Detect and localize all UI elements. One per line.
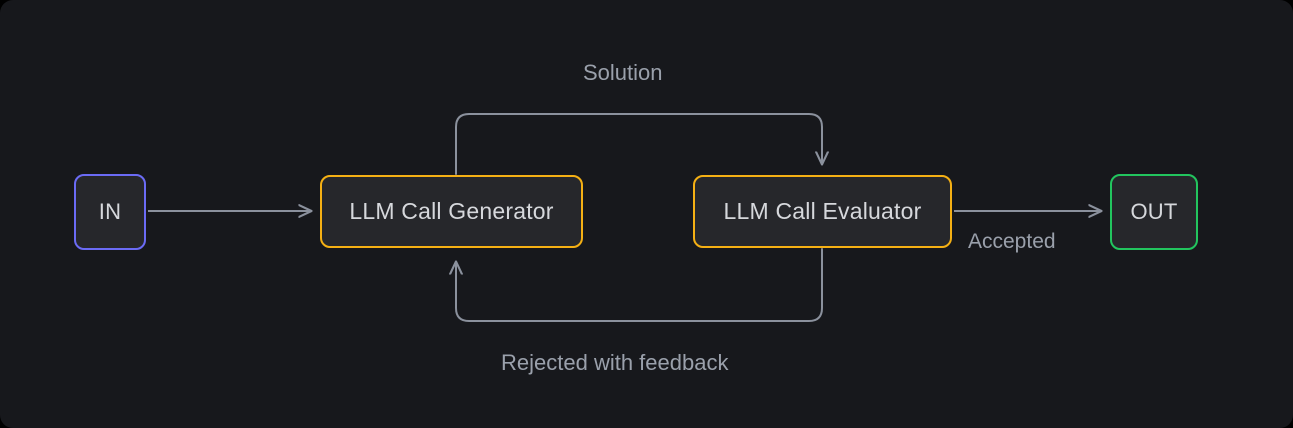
- node-llm-call-generator[interactable]: LLM Call Generator: [320, 175, 583, 248]
- node-in-label: IN: [98, 199, 122, 224]
- node-llm-call-evaluator[interactable]: LLM Call Evaluator: [693, 175, 952, 248]
- node-llm-call-generator-label: LLM Call Generator: [349, 198, 554, 224]
- edge-generator-to-evaluator: [455, 113, 822, 175]
- node-llm-call-evaluator-label: LLM Call Evaluator: [723, 198, 922, 224]
- edge-label-accepted: Accepted: [968, 230, 1056, 253]
- edge-evaluator-to-generator: [456, 248, 823, 322]
- node-out[interactable]: OUT: [1110, 174, 1198, 250]
- node-out-label: OUT: [1130, 199, 1178, 224]
- edge-label-solution: Solution: [583, 60, 663, 85]
- node-in[interactable]: IN: [74, 174, 146, 250]
- edge-label-rejected-with-feedback: Rejected with feedback: [501, 350, 729, 375]
